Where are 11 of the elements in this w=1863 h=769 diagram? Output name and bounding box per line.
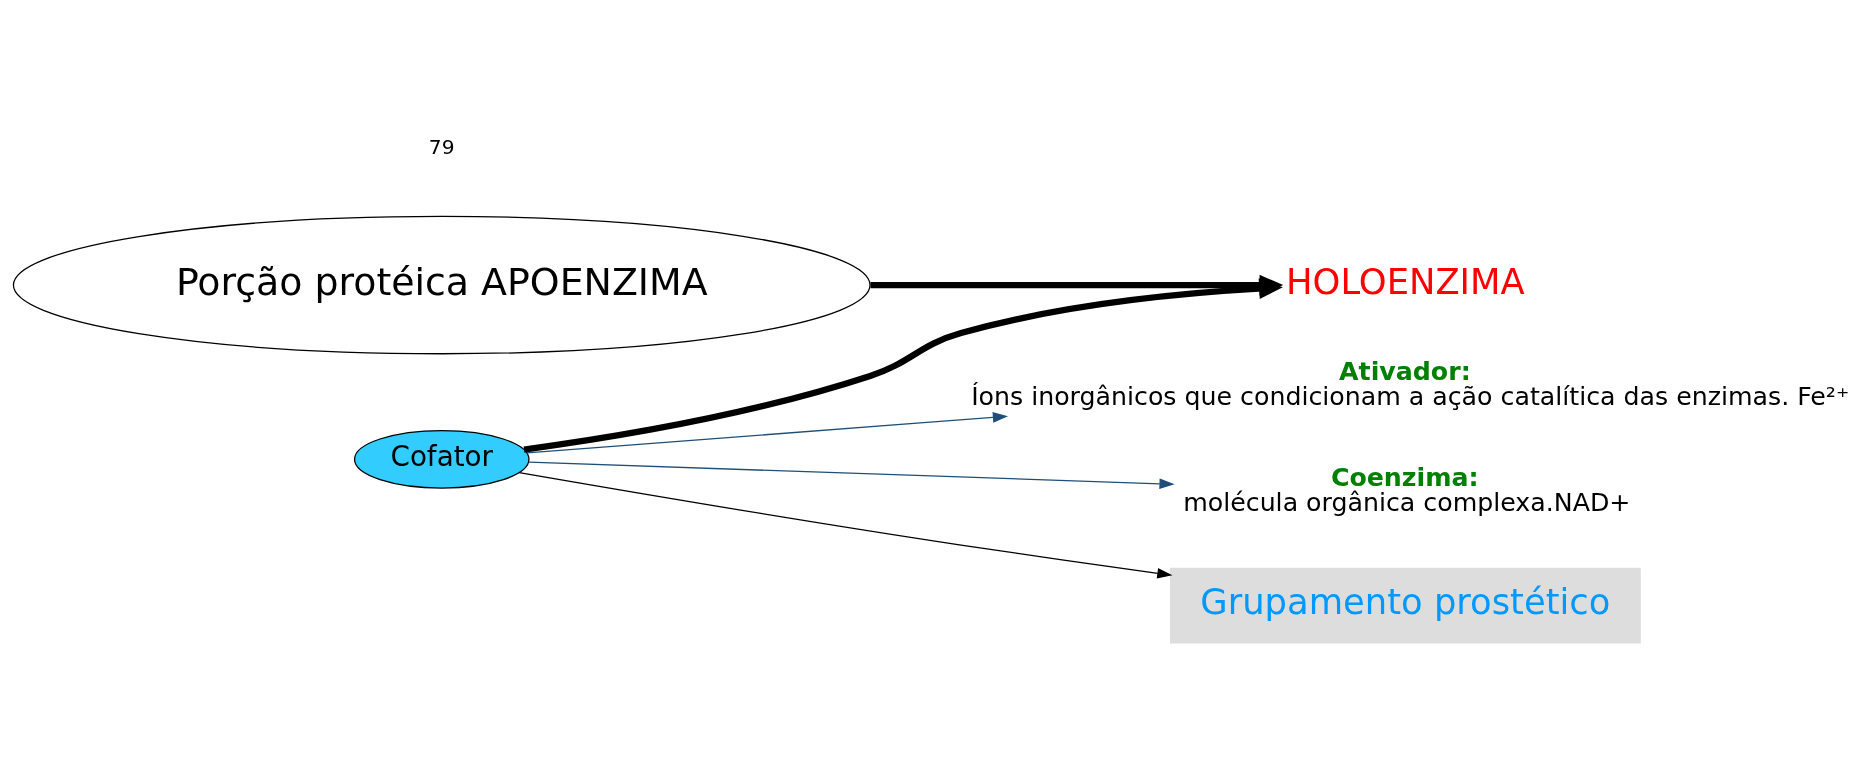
arrow bbox=[523, 278, 1283, 453]
node-ellipse: Cofator bbox=[353, 429, 530, 489]
label: 79 bbox=[428, 134, 455, 159]
node-text: HOLOENZIMA bbox=[1286, 260, 1525, 302]
node-text: Ativador: Íons inorgânicos que condicionam a ação catalítica das enzimas. Fe²⁺ bbox=[971, 356, 1850, 412]
arrow bbox=[528, 461, 1175, 490]
node-ellipse: Porção protéica APOENZIMA bbox=[12, 215, 871, 355]
node-text: Coenzima: molécula orgânica complexa.NAD+ bbox=[1183, 462, 1631, 518]
arrow bbox=[526, 412, 1008, 454]
node-box: Grupamento prostético bbox=[1169, 567, 1641, 644]
arrow bbox=[518, 472, 1173, 579]
